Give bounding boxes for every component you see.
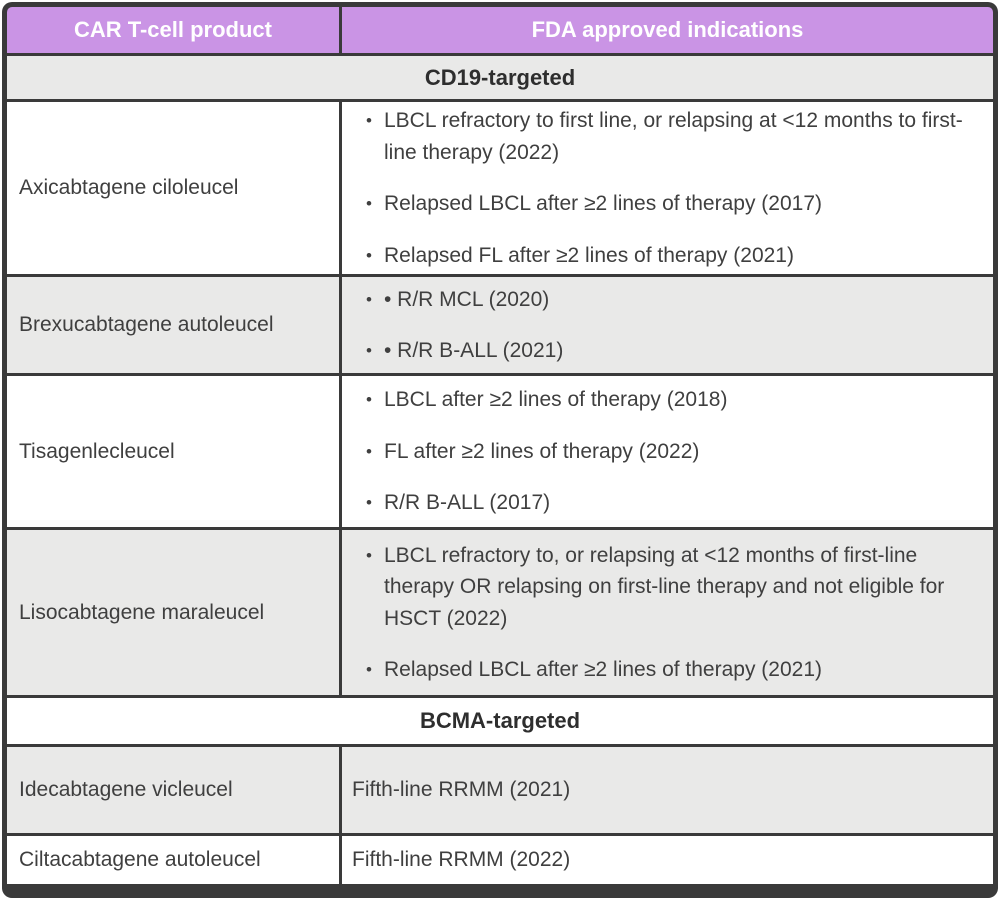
bullet-icon: • <box>366 441 372 461</box>
indication-item: • LBCL after ≥2 lines of therapy (2018) <box>354 384 979 416</box>
indication-item: • • R/R MCL (2020) <box>354 284 979 316</box>
bullet-icon: • <box>366 194 372 213</box>
bullet-icon: • <box>366 111 372 130</box>
indication-item: • FL after ≥2 lines of therapy (2022) <box>354 436 979 468</box>
indication-text: R/R B-ALL (2017) <box>384 491 551 515</box>
product-cell-brexucabtagene: Brexucabtagene autoleucel <box>7 277 339 373</box>
bullet-icon: • <box>366 545 372 565</box>
product-cell-idecabtagene: Idecabtagene vicleucel <box>7 747 339 833</box>
bullet-icon: • <box>366 660 372 679</box>
bullet-icon: • <box>366 493 372 513</box>
bullet-icon: • <box>366 341 372 360</box>
product-cell-axicabtagene: Axicabtagene ciloleucel <box>7 102 339 274</box>
indications-cell-axicabtagene: • LBCL refractory to first line, or rela… <box>342 102 993 274</box>
indication-item: • LBCL refractory to, or relapsing at <1… <box>354 540 979 635</box>
indication-text: FL after ≥2 lines of therapy (2022) <box>384 439 700 463</box>
indication-item: • • R/R B-ALL (2021) <box>354 335 979 367</box>
column-header-product-label: CAR T-cell product <box>73 17 272 42</box>
product-cell-ciltacabtagene: Ciltacabtagene autoleucel <box>7 836 339 884</box>
indications-cell-lisocabtagene: • LBCL refractory to, or relapsing at <1… <box>342 530 993 695</box>
column-header-indications: FDA approved indications <box>342 7 993 53</box>
indication-text: Relapsed LBCL after ≥2 lines of therapy … <box>384 658 822 681</box>
indications-cell-brexucabtagene: • • R/R MCL (2020) • • R/R B-ALL (2021) <box>342 277 993 373</box>
indications-cell-ciltacabtagene: Fifth-line RRMM (2022) <box>342 836 993 884</box>
product-name: Tisagenlecleucel <box>19 439 175 463</box>
product-cell-lisocabtagene: Lisocabtagene maraleucel <box>7 530 339 695</box>
indication-item: • LBCL refractory to first line, or rela… <box>354 105 979 168</box>
indications-cell-idecabtagene: Fifth-line RRMM (2021) <box>342 747 993 833</box>
indication-text: LBCL refractory to first line, or relaps… <box>384 109 963 164</box>
section-header-bcma-label: BCMA-targeted <box>419 708 581 733</box>
indication-text: Fifth-line RRMM (2022) <box>352 848 571 871</box>
bullet-icon: • <box>366 245 372 265</box>
indication-text: • R/R B-ALL (2021) <box>384 339 564 362</box>
indication-text: Fifth-line RRMM (2021) <box>352 778 571 801</box>
indication-item: • Relapsed FL after ≥2 lines of therapy … <box>354 240 979 272</box>
section-header-cd19: CD19-targeted <box>7 56 993 99</box>
indication-text: LBCL after ≥2 lines of therapy (2018) <box>384 388 728 412</box>
indication-text: Relapsed LBCL after ≥2 lines of therapy … <box>384 192 822 215</box>
product-name: Lisocabtagene maraleucel <box>19 600 265 624</box>
column-header-indications-label: FDA approved indications <box>531 17 804 42</box>
indication-text: • R/R MCL (2020) <box>384 287 550 311</box>
indication-item: • Relapsed LBCL after ≥2 lines of therap… <box>354 654 979 686</box>
product-cell-tisagenlecleucel: Tisagenlecleucel <box>7 376 339 527</box>
product-name: Axicabtagene ciloleucel <box>19 176 239 199</box>
indication-item: • Relapsed LBCL after ≥2 lines of therap… <box>354 188 979 220</box>
bullet-icon: • <box>366 289 372 309</box>
column-header-product: CAR T-cell product <box>7 7 339 53</box>
section-header-bcma: BCMA-targeted <box>7 698 993 744</box>
product-name: Brexucabtagene autoleucel <box>19 313 274 336</box>
bullet-icon: • <box>366 390 372 410</box>
product-name: Ciltacabtagene autoleucel <box>19 848 261 871</box>
indications-cell-tisagenlecleucel: • LBCL after ≥2 lines of therapy (2018) … <box>342 376 993 527</box>
indication-item: • R/R B-ALL (2017) <box>354 487 979 519</box>
product-name: Idecabtagene vicleucel <box>19 778 233 801</box>
indication-text: Relapsed FL after ≥2 lines of therapy (2… <box>384 243 794 267</box>
indication-text: LBCL refractory to, or relapsing at <12 … <box>384 543 945 630</box>
section-header-cd19-label: CD19-targeted <box>424 64 576 90</box>
